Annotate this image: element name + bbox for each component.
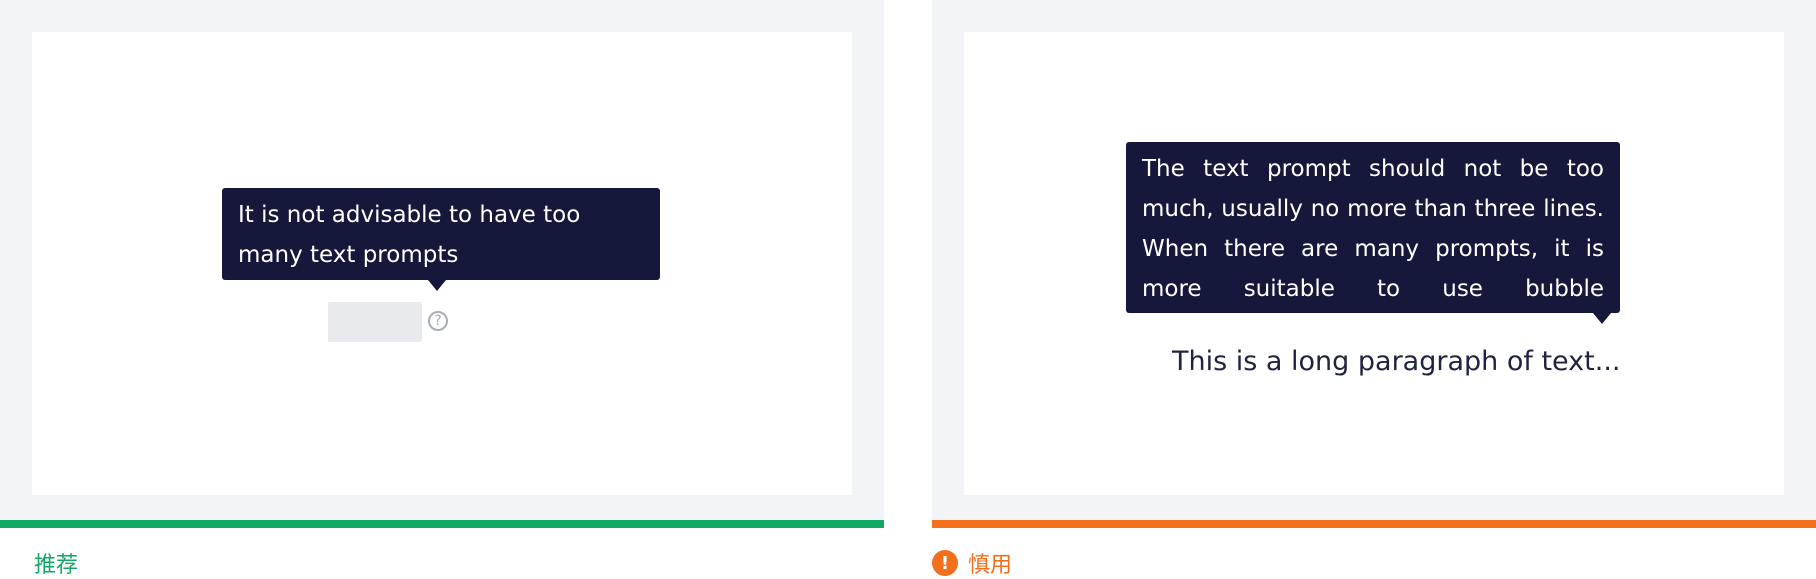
tooltip-arrow-icon [1593,313,1611,324]
recommend-caption: 推荐 [34,548,78,578]
recommend-label: 推荐 [34,553,79,578]
caution-indicator-bar [932,520,1816,528]
short-tooltip: It is not advisable to have too many tex… [222,188,660,291]
caution-caption: ! 慎用 [932,548,1012,578]
question-circle-icon[interactable]: ? [428,311,448,331]
long-tooltip: The text prompt should not be too much, … [1126,142,1620,342]
long-paragraph-trigger[interactable]: This is a long paragraph of text... [1172,346,1621,377]
recommended-example-canvas: It is not advisable to have too many tex… [32,32,852,495]
caution-label: 慎用 [968,553,1013,578]
caution-example-canvas: The text prompt should not be too much, … [964,32,1784,495]
exclamation-circle-icon: ! [932,550,958,576]
recommended-example-panel: It is not advisable to have too many tex… [0,0,884,520]
long-tooltip-text: The text prompt should not be too much, … [1142,156,1604,342]
short-tooltip-text: It is not advisable to have too many tex… [238,202,581,268]
recommend-indicator-bar [0,520,884,528]
tooltip-arrow-icon [428,280,446,291]
caution-example-panel: The text prompt should not be too much, … [932,0,1816,520]
placeholder-field [328,302,422,342]
